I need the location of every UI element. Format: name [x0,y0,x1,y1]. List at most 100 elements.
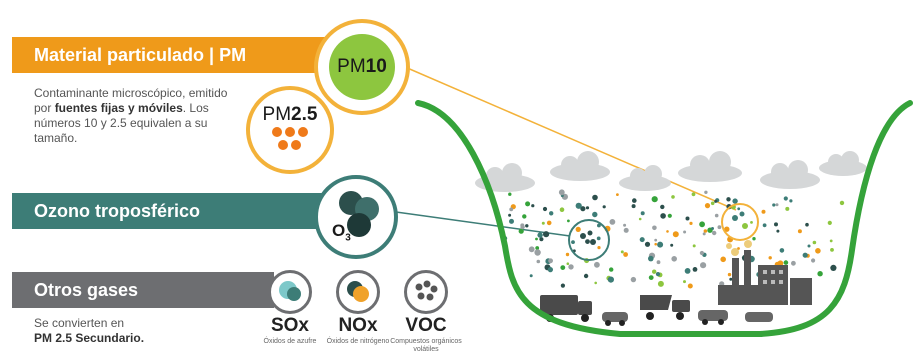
particle-dot [508,192,512,196]
particle-dot [580,206,586,212]
particle-dot [711,227,714,230]
particle-dot [689,221,693,225]
particle-dot [539,237,544,242]
particle-dot [783,196,788,201]
pm-description-bold: fuentes fijas y móviles [54,101,183,115]
particle-dot [571,240,575,245]
particle-dot [597,246,601,250]
bowl-outline [415,100,913,337]
pm10-prefix: PM [337,56,366,77]
ozone-molecule-icon [339,191,379,237]
particle-dot [704,203,711,209]
particle-dot [724,226,730,232]
secondary-pm-bold: PM 2.5 Secundario. [34,331,145,345]
pm10-highlight-circle [721,203,759,241]
secondary-pm-text: Se convierten en [34,316,125,330]
particle-dot [632,198,637,203]
particle-dot [805,222,809,227]
particle-dot [623,223,627,227]
particle-dot [700,262,707,269]
particle-dot [631,204,636,209]
particle-dot [541,221,545,225]
o3-sample-dots [580,230,596,245]
particle-dot [762,223,767,228]
particle-dot [839,200,845,206]
particle-dot [815,248,821,254]
particle-dot [537,232,543,238]
pm25-number: 2.5 [291,104,318,125]
particle-dot [566,262,570,266]
particle-dot [594,261,600,268]
particle-dot [670,243,674,247]
particle-dot [732,198,738,204]
particle-dot [575,226,581,232]
voc-label: VOC [405,315,447,336]
o3-leader-line [395,211,571,237]
particle-dot [683,230,687,234]
particle-dot [543,231,550,238]
pm-banner: Material particulado | PM [12,37,342,73]
particle-dot [717,225,722,230]
particle-dot [752,237,756,241]
particle-dot [671,195,675,199]
particle-dot [797,229,802,234]
otros-gases-banner: Otros gases [12,272,274,308]
particle-dot [660,213,666,219]
particle-dot [638,217,642,221]
nox-molecule-icon [347,281,369,302]
particle-dot [812,240,817,245]
particle-dot [592,211,598,218]
particle-dot [714,213,719,218]
voc-sublabel: Compuestos orgánicos volátiles [390,338,462,353]
pm25-badge: PM2.5 [246,86,334,174]
particle-dot [565,252,570,257]
particle-dot [644,241,651,247]
particle-dot [656,260,661,265]
particle-dot [558,189,565,196]
particle-dot [772,203,776,207]
particle-dot [827,220,832,225]
particle-dot [761,209,766,214]
sox-label: SOx [270,315,310,336]
particle-dot [672,231,679,238]
particle-dot [712,230,717,236]
particle-dot [531,204,535,208]
particle-dot [704,190,708,194]
particle-dot [528,246,535,253]
particle-dot [602,205,606,209]
particle-dot [639,237,645,243]
building-windows [763,270,783,284]
particle-dot [560,265,566,270]
voc-molecule-icon [415,280,438,301]
pm25-prefix: PM [262,104,292,125]
pm10-number: 10 [365,56,387,77]
particle-dot [651,196,658,203]
particle-dot [654,242,657,246]
sox-badge [268,270,312,314]
pm-description-part-1: Contaminante microscópico, emitido por [34,86,228,115]
particle-dot [811,258,816,263]
particle-dot [666,230,669,233]
particle-dot [560,283,566,288]
particle-dot [508,213,512,217]
particle-dot [791,260,796,266]
truck-icon [540,295,592,322]
pm10-sample-dots [732,211,748,229]
particle-dot [522,214,527,219]
particle-dot [692,267,698,272]
particle-dot [776,229,780,233]
cloud-icon [475,151,867,192]
particle-dot [596,236,601,241]
pm25-particles-icon [272,127,308,150]
particle-dot [534,249,541,256]
pm-description-part-2: . Los números 10 y 2.5 equivalen a su ta… [34,101,209,145]
particle-dot [660,204,665,210]
particle-dot [829,239,833,243]
nox-sublabel: Óxidos de nitrógeno [326,338,390,345]
particle-dot [671,255,677,262]
particle-dot [687,283,693,289]
particle-dot [583,273,589,279]
particle-dot [692,244,696,248]
particle-dot [567,219,570,223]
